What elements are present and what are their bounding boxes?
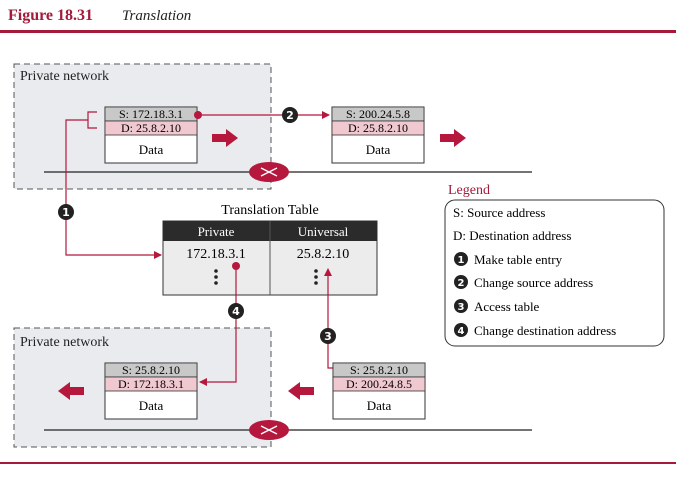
packet-data-field: Data xyxy=(366,142,391,157)
bottom-private-packet: S: 25.8.2.10 D: 172.18.3.1 Data xyxy=(104,362,198,420)
top-router xyxy=(249,162,289,182)
translation-table-title: Translation Table xyxy=(221,203,318,218)
bottom-router xyxy=(249,420,289,440)
step-2-badge: 2 xyxy=(282,107,298,123)
table-ellipsis-right xyxy=(314,269,318,285)
figure-header: Figure 18.31 Translation xyxy=(0,7,676,33)
packet-dest-field: D: 172.18.3.1 xyxy=(118,377,184,391)
svg-text:3: 3 xyxy=(458,302,465,313)
svg-text:Make table entry: Make table entry xyxy=(474,252,563,267)
translation-table: Private Universal 172.18.3.1 25.8.2.10 xyxy=(162,220,378,296)
table-col-private: Private xyxy=(198,224,235,239)
table-col-universal: Universal xyxy=(298,224,349,239)
packet-dest-field: D: 200.24.8.5 xyxy=(346,377,412,391)
packet-source-field: S: 172.18.3.1 xyxy=(119,107,183,121)
packet-source-field: S: 25.8.2.10 xyxy=(122,363,180,377)
bottom-public-packet: S: 25.8.2.10 D: 200.24.8.5 Data xyxy=(332,362,426,420)
bottom-network-label: Private network xyxy=(20,335,109,350)
step-4-badge: 4 xyxy=(228,303,244,319)
legend-item-3: 3 Access table xyxy=(454,299,540,314)
svg-text:Change destination address: Change destination address xyxy=(474,323,616,338)
figure-title: Translation xyxy=(122,8,191,24)
step-3-badge: 3 xyxy=(320,328,336,344)
top-private-packet: S: 172.18.3.1 D: 25.8.2.10 Data xyxy=(104,106,198,164)
top-direction-arrow-1 xyxy=(212,129,238,147)
footer-rule xyxy=(0,462,676,464)
svg-text:4: 4 xyxy=(458,326,465,337)
legend-item-1: 1 Make table entry xyxy=(454,252,563,267)
legend-item-4: 4 Change destination address xyxy=(454,323,616,338)
svg-text:3: 3 xyxy=(324,330,332,343)
legend-box xyxy=(444,199,665,347)
svg-text:1: 1 xyxy=(458,255,465,266)
packet-data-field: Data xyxy=(139,142,164,157)
legend-item-2: 2 Change source address xyxy=(454,275,593,290)
packet-data-field: Data xyxy=(139,398,164,413)
packet-data-field: Data xyxy=(367,398,392,413)
table-private-value: 172.18.3.1 xyxy=(186,247,246,262)
top-direction-arrow-2 xyxy=(440,129,466,147)
header-rule xyxy=(0,30,676,33)
packet-source-field: S: 200.24.5.8 xyxy=(346,107,410,121)
svg-text:2: 2 xyxy=(458,278,465,289)
legend-title: Legend xyxy=(448,183,490,198)
svg-text:Change source address: Change source address xyxy=(474,275,593,290)
legend-source: S: Source address xyxy=(453,205,545,220)
step-4-start-dot xyxy=(232,262,240,270)
svg-text:1: 1 xyxy=(62,206,70,219)
legend-dest: D: Destination address xyxy=(453,228,571,243)
table-ellipsis-left xyxy=(214,269,218,285)
packet-dest-field: D: 25.8.2.10 xyxy=(121,121,181,135)
bottom-direction-arrow-2 xyxy=(288,382,314,400)
figure-number: Figure 18.31 xyxy=(8,7,93,24)
table-universal-value: 25.8.2.10 xyxy=(297,247,350,262)
step-1-badge: 1 xyxy=(58,204,74,220)
top-public-packet: S: 200.24.5.8 D: 25.8.2.10 Data xyxy=(331,106,425,164)
step-2-start-dot xyxy=(194,111,202,119)
svg-text:Access table: Access table xyxy=(474,299,540,314)
svg-text:2: 2 xyxy=(286,109,294,122)
top-network-label: Private network xyxy=(20,69,109,84)
svg-text:4: 4 xyxy=(232,305,240,318)
step-1-arrow xyxy=(65,119,162,259)
packet-dest-field: D: 25.8.2.10 xyxy=(348,121,408,135)
bottom-direction-arrow-1 xyxy=(58,382,84,400)
packet-source-field: S: 25.8.2.10 xyxy=(350,363,408,377)
